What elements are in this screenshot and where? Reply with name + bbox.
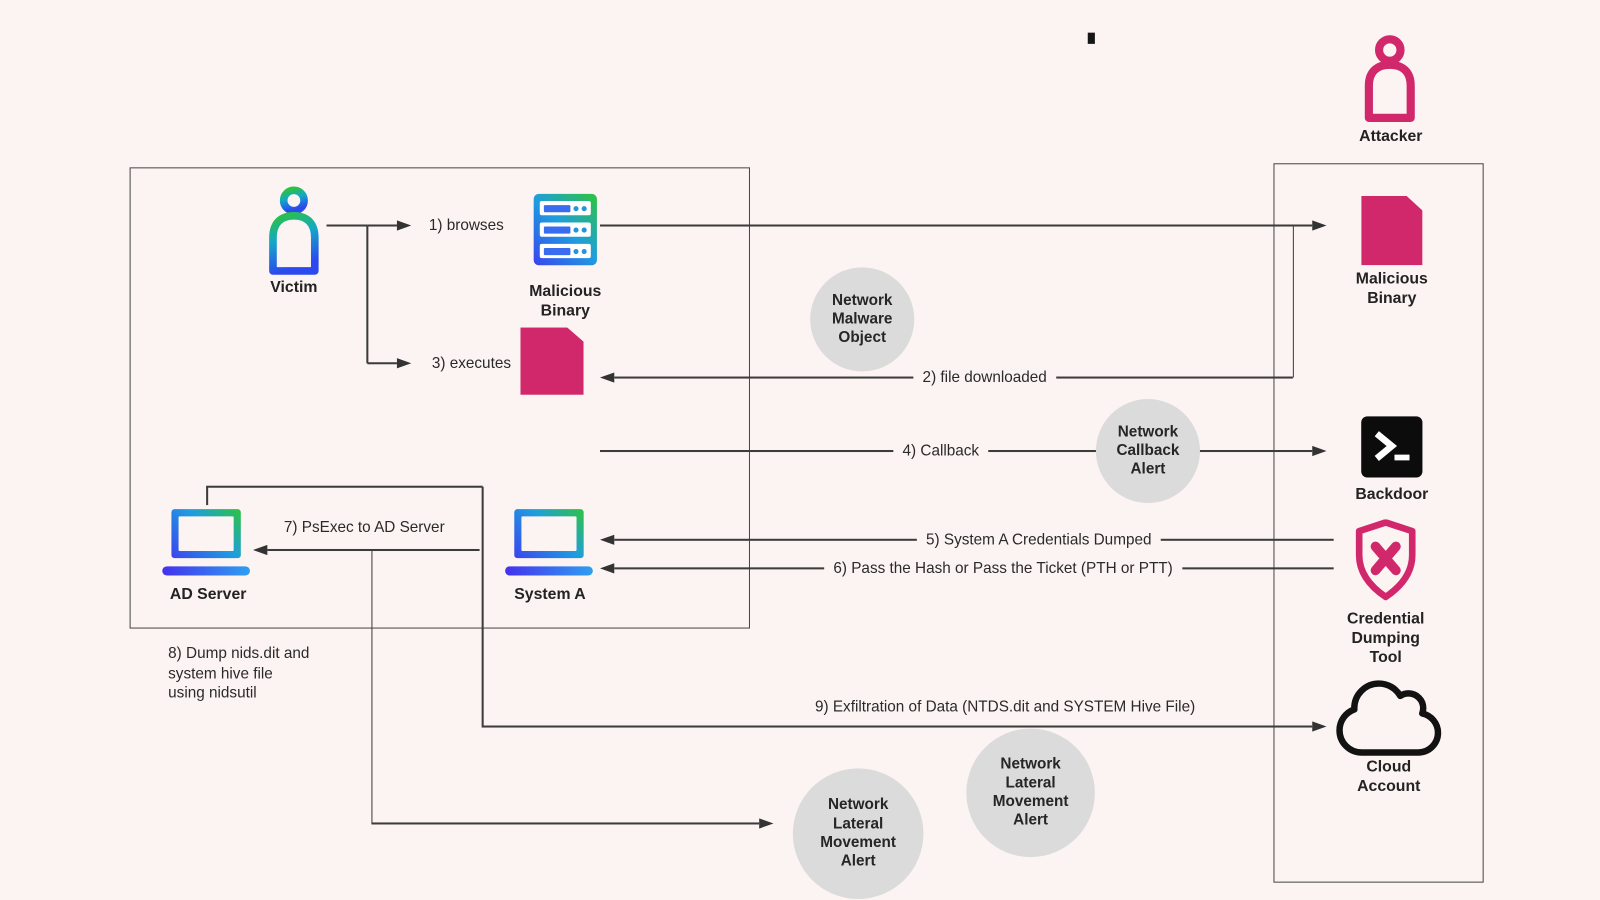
arrowhead-step5 <box>599 534 615 545</box>
step6-label: 6) Pass the Hash or Pass the Ticket (PTH… <box>824 559 1182 578</box>
cloud-account-icon <box>1336 680 1442 756</box>
victim-label: Victim <box>270 278 318 296</box>
step9-label: 9) Exfiltration of Data (NTDS.dit and SY… <box>814 698 1196 716</box>
edge-bracket-vertical <box>481 486 484 728</box>
network-lateral-movement-alert-upper: Network Lateral Movement Alert <box>966 728 1095 858</box>
step1-label: 1) browses <box>428 216 504 235</box>
arrowhead-step8 <box>759 818 774 829</box>
server-row <box>539 243 591 259</box>
arrowhead-step6 <box>599 563 615 574</box>
edge-step1-long-line <box>599 224 1313 227</box>
cursor-mark <box>1087 32 1095 44</box>
alert-label: Network Malware Object <box>832 291 893 347</box>
alert-label: Network Callback Alert <box>1116 423 1180 478</box>
arrowhead-step9 <box>1312 721 1327 732</box>
edge-bracket-top <box>206 486 483 488</box>
edge-branch-vertical <box>366 225 369 364</box>
ad-server-icon-base <box>162 566 250 576</box>
edge-victim-out <box>326 224 368 227</box>
alert-label: Network Lateral Movement Alert <box>820 796 897 870</box>
arrowhead-step1-attacker <box>1312 220 1327 231</box>
credential-dumping-tool-label: Credential Dumping Tool <box>1347 610 1425 667</box>
server-row <box>539 222 591 237</box>
cloud-account-label: Cloud Account <box>1357 758 1421 796</box>
edge-step7-line <box>267 549 480 552</box>
network-callback-alert: Network Callback Alert <box>1095 398 1200 504</box>
arrowhead-step1 <box>396 220 412 231</box>
edge-step2-vertical <box>1292 226 1294 378</box>
alert-label: Network Lateral Movement Alert <box>992 755 1069 829</box>
step3-label: 3) executes <box>431 354 511 372</box>
arrowhead-step2 <box>599 372 615 383</box>
system-a-icon-base <box>505 566 593 576</box>
backdoor-label: Backdoor <box>1355 485 1429 504</box>
network-lateral-movement-alert-lower: Network Lateral Movement Alert <box>792 768 924 899</box>
malicious-binary-server-label: Malicious Binary <box>529 282 602 320</box>
arrowhead-step7 <box>253 544 268 556</box>
attacker-icon <box>1364 35 1415 122</box>
ad-server-icon <box>171 509 241 559</box>
step5-label: 5) System A Credentials Dumped <box>916 531 1161 549</box>
step4-label: 4) Callback <box>893 442 989 460</box>
step8-label: 8) Dump nids.dit and system hive file us… <box>168 644 310 702</box>
ad-server-label: AD Server <box>169 585 247 604</box>
edge-step3-line <box>367 362 397 365</box>
malicious-binary-file-label: Malicious Binary <box>1355 270 1428 308</box>
backdoor-icon <box>1361 416 1423 478</box>
system-a-label: System A <box>514 585 586 604</box>
step7-label: 7) PsExec to AD Server <box>283 518 445 537</box>
step2-label: 2) file downloaded <box>913 368 1056 387</box>
victim-environment-box <box>129 167 750 629</box>
attacker-environment-box <box>1273 163 1484 883</box>
server-row <box>539 201 591 216</box>
edge-bracket-tick <box>206 486 208 506</box>
edge-step8-line <box>371 822 760 825</box>
victim-icon <box>269 186 319 275</box>
edge-step1-line <box>367 224 397 227</box>
system-a-icon <box>514 509 584 559</box>
terminal-prompt-icon <box>1374 431 1410 461</box>
edge-step9-line <box>482 725 1313 728</box>
credential-dumping-tool-icon <box>1355 519 1416 601</box>
malicious-binary-server-icon <box>533 193 597 266</box>
malicious-binary-file-icon <box>1361 195 1423 266</box>
arrowhead-step4 <box>1312 445 1327 457</box>
edge-step8-vertical <box>371 551 373 824</box>
arrowhead-step3 <box>396 358 412 369</box>
network-malware-object-alert: Network Malware Object <box>810 267 915 372</box>
attacker-label: Attacker <box>1359 127 1423 145</box>
executed-binary-file-icon <box>520 327 584 395</box>
